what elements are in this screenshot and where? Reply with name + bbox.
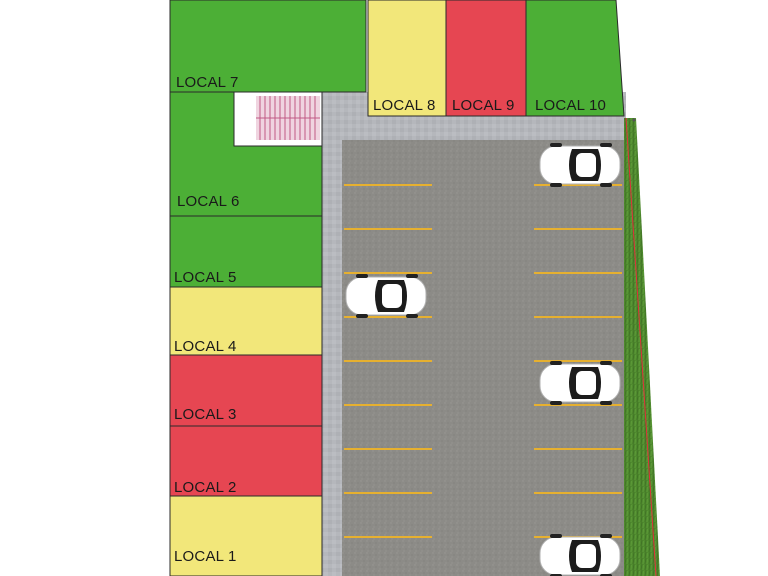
unit-local-8[interactable]: [367, 0, 447, 117]
boundary-line: [625, 117, 657, 576]
unit-label-local-5: LOCAL 5: [174, 269, 237, 286]
unit-local-5[interactable]: [169, 215, 323, 288]
unit-label-local-7: LOCAL 7: [176, 74, 239, 91]
unit-label-local-2: LOCAL 2: [174, 479, 237, 496]
unit-local-10[interactable]: [525, 0, 625, 117]
grass-strip: [624, 118, 660, 576]
commercial-units: [169, 0, 625, 576]
unit-local-7[interactable]: [169, 0, 367, 93]
unit-label-local-4: LOCAL 4: [174, 338, 237, 355]
unit-local-4[interactable]: [169, 286, 323, 356]
survey-marker: [632, 118, 636, 122]
car-icon: [539, 533, 621, 576]
stairs: [233, 91, 323, 147]
unit-local-3[interactable]: [169, 354, 323, 427]
car-icon: [345, 273, 427, 319]
car-icon: [539, 142, 621, 188]
unit-label-local-8: LOCAL 8: [373, 97, 436, 114]
car-icon: [539, 360, 621, 406]
parking-asphalt: [342, 140, 624, 576]
unit-local-1[interactable]: [169, 495, 323, 576]
stairs-steps: [256, 96, 320, 140]
unit-local-9[interactable]: [445, 0, 527, 117]
unit-label-local-1: LOCAL 1: [174, 548, 237, 565]
unit-label-local-6: LOCAL 6: [177, 193, 240, 210]
unit-label-local-10: LOCAL 10: [535, 97, 607, 114]
unit-label-local-9: LOCAL 9: [452, 97, 515, 114]
unit-label-local-3: LOCAL 3: [174, 406, 237, 423]
